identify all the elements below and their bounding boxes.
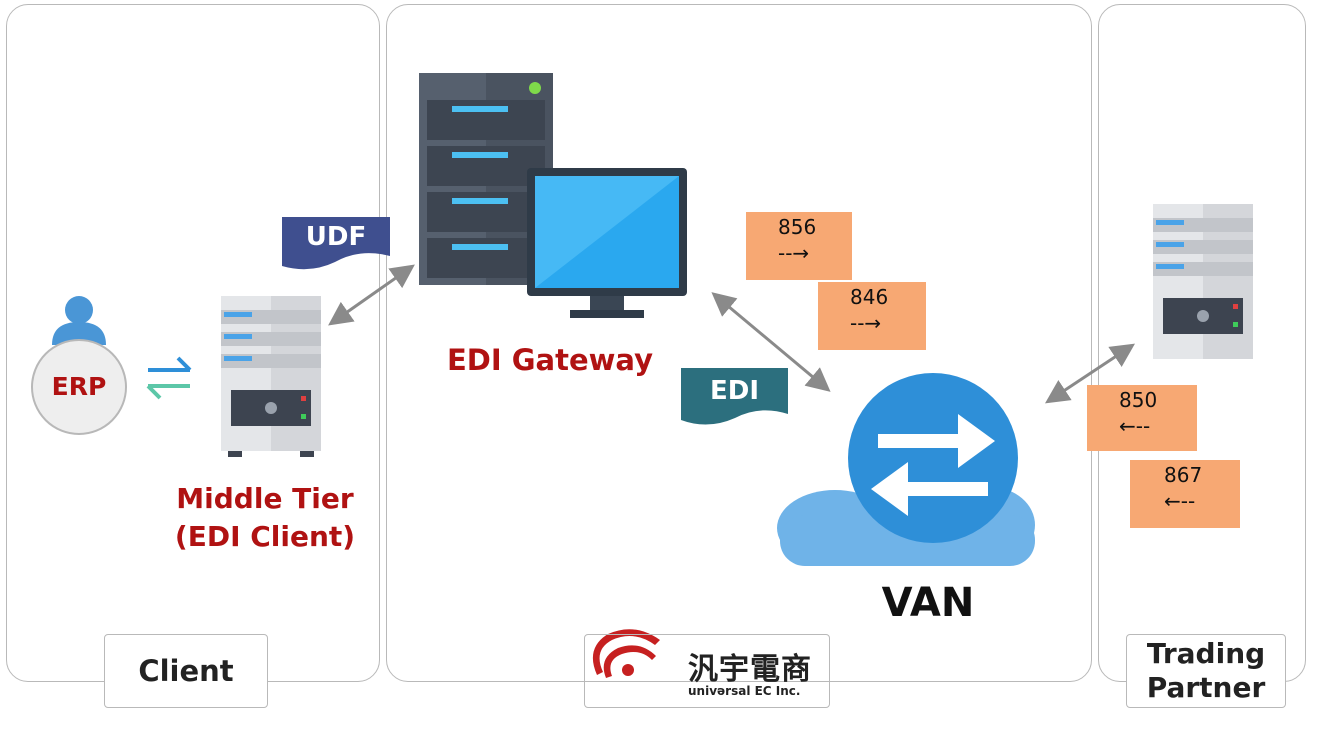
note-850: 850 ←-- [1087, 385, 1197, 451]
note-846-arrow: --→ [850, 311, 882, 335]
note-856: 856 --→ [746, 212, 852, 280]
udf-label: UDF [305, 222, 367, 252]
trading-partner-tag: Trading Partner [1126, 634, 1286, 708]
sync-arrows-icon [146, 356, 192, 400]
partner-server-icon [1153, 204, 1253, 359]
note-856-code: 856 [778, 215, 817, 239]
edi-label: EDI [709, 376, 760, 406]
note-846: 846 --→ [818, 282, 926, 350]
middle-tier-title: Middle Tier [176, 482, 354, 515]
note-867-arrow: ←-- [1164, 489, 1196, 513]
connector-middle-gateway [328, 264, 415, 326]
edi-document-shape [681, 368, 788, 425]
note-850-arrow: ←-- [1119, 414, 1151, 438]
connector-gateway-van [711, 292, 831, 392]
van-label: VAN [881, 580, 975, 626]
erp-label: ERP [51, 372, 107, 401]
van-exchange-icon [848, 373, 1018, 543]
user-icon [52, 296, 106, 345]
logo-english-text: univərsal EC Inc. [688, 684, 801, 698]
note-867: 867 ←-- [1130, 460, 1240, 528]
note-846-code: 846 [850, 285, 889, 309]
client-tag: Client [104, 634, 268, 708]
erp-circle [31, 339, 127, 435]
logo-chinese-text: 汎宇電商 [688, 652, 812, 687]
note-850-code: 850 [1119, 388, 1158, 412]
note-856-arrow: --→ [778, 241, 810, 265]
connector-van-partner [1044, 343, 1136, 404]
trading-partner-line-1: Trading [1146, 637, 1266, 670]
middle-tier-subtitle: (EDI Client) [174, 520, 356, 553]
gateway-label: EDI Gateway [446, 343, 654, 377]
logo-swoosh-icon [592, 629, 660, 678]
trading-partner-line-2: Partner [1146, 671, 1266, 704]
udf-document-shape [282, 217, 390, 270]
note-867-code: 867 [1164, 463, 1203, 487]
monitor-icon [527, 168, 687, 318]
middle-tier-server-icon [221, 296, 321, 457]
logo-tag [584, 634, 830, 708]
middle-tier-label: Middle Tier (EDI Client) [160, 480, 370, 556]
